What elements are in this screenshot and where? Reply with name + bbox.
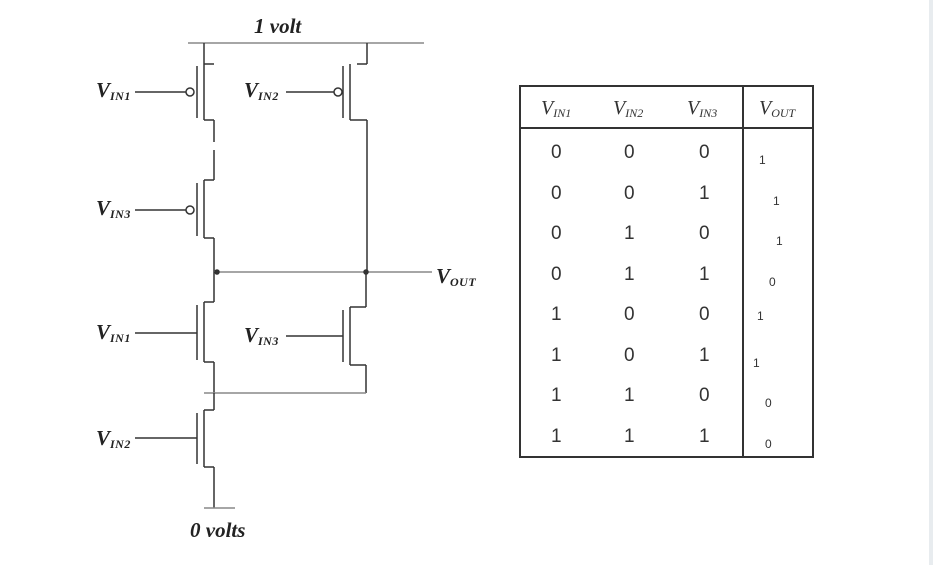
output-cell: 1	[776, 234, 783, 248]
pmos-in1-label: VIN1	[96, 78, 131, 103]
header-vout: VOUT	[759, 97, 796, 120]
nmos-in3-label: VIN3	[244, 323, 279, 348]
header-vin3: VIN3	[687, 97, 718, 120]
supply-label: 1 volt	[254, 14, 302, 38]
pmos-in3-label: VIN3	[96, 196, 131, 221]
table-cell: 0	[551, 142, 562, 163]
table-cell: 0	[551, 223, 562, 244]
ground-label: 0 volts	[190, 518, 246, 542]
window-right-edge	[929, 0, 933, 565]
output-column-divider	[742, 87, 744, 456]
table-cell: 0	[551, 182, 562, 204]
nmos-transistor-in2	[135, 393, 215, 508]
table-cell: 1	[624, 425, 635, 447]
output-cell: 1	[759, 153, 766, 167]
table-cell: 0	[551, 263, 562, 285]
nmos-in1-label: VIN1	[96, 320, 131, 345]
table-cell: 0	[699, 385, 710, 406]
table-cell: 1	[551, 425, 562, 447]
nmos-transistor-in3	[286, 272, 367, 393]
table-cell: 0	[699, 142, 710, 163]
nmos-transistor-in1	[135, 272, 215, 393]
table-cell: 1	[551, 344, 562, 366]
pmos-transistor-in3	[135, 150, 215, 272]
output-cell: 0	[765, 396, 772, 410]
table-cell: 0	[624, 142, 635, 163]
header-vin1: VIN1	[541, 97, 572, 120]
table-cell: 0	[699, 223, 710, 244]
table-cell: 0	[624, 304, 635, 325]
table-cell: 1	[699, 263, 710, 285]
output-cell: 1	[773, 193, 780, 208]
output-label: VOUT	[436, 264, 477, 289]
table-cell: 1	[624, 223, 635, 244]
output-cell: 1	[753, 355, 760, 370]
table-cell: 1	[551, 304, 562, 325]
pmos-in2-label: VIN2	[244, 78, 279, 103]
table-cell: 1	[624, 385, 635, 406]
table-cell: 1	[624, 263, 635, 285]
truth-table: VIN1 VIN2 VIN3 VOUT 0 0 0 1 0 0 1 1 0 1 0 1 0 1 1 0 1 0 0 1…	[519, 85, 814, 458]
pmos-transistor-in2	[286, 43, 368, 272]
header-divider	[521, 127, 812, 129]
output-cell: 0	[769, 274, 776, 289]
output-cell: 0	[765, 436, 772, 451]
table-cell: 1	[699, 344, 710, 366]
header-vin2: VIN2	[613, 97, 644, 120]
table-cell: 0	[624, 182, 635, 204]
table-cell: 1	[699, 425, 710, 447]
table-cell: 0	[624, 344, 635, 366]
output-cell: 1	[757, 309, 764, 323]
table-cell: 1	[699, 182, 710, 204]
table-cell: 0	[699, 304, 710, 325]
table-cell: 1	[551, 385, 562, 406]
pmos-transistor-in1	[135, 43, 215, 142]
nmos-in2-label: VIN2	[96, 426, 131, 451]
